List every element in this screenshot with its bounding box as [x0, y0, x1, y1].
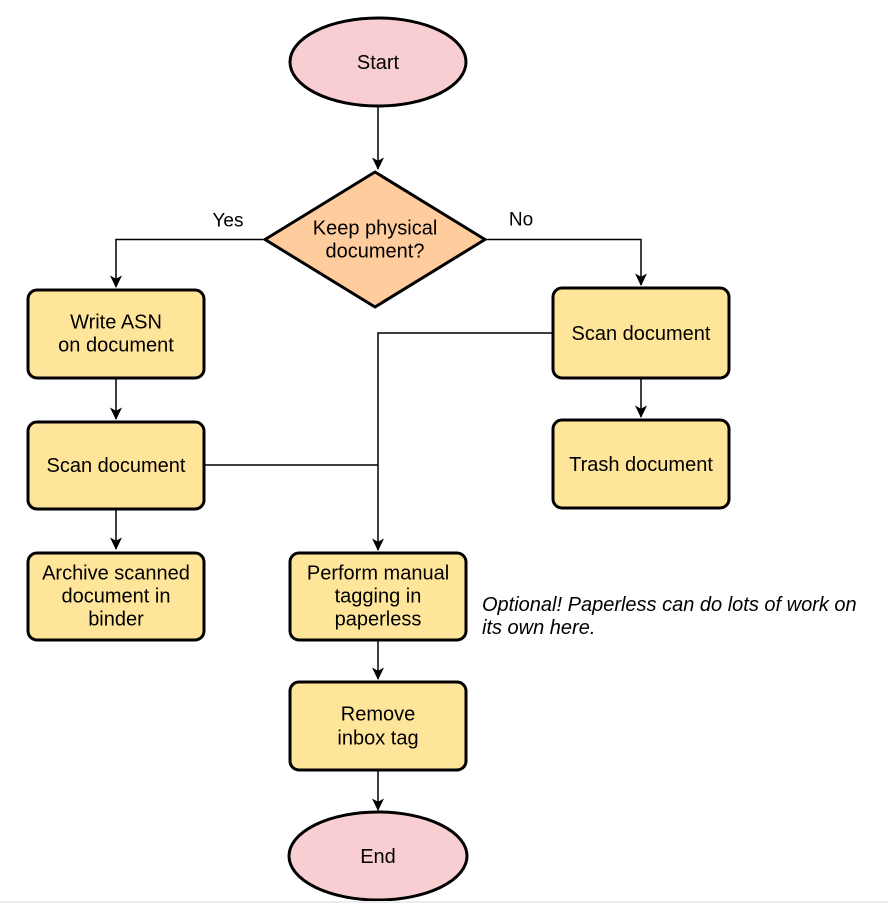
- node-label-line: document in: [62, 586, 171, 608]
- node-start: Start: [288, 16, 468, 108]
- end-ellipse: [287, 810, 469, 902]
- annotation-line: its own here.: [482, 617, 595, 639]
- node-label: Scan document: [47, 455, 186, 477]
- node-label-line: tagging in: [335, 586, 422, 608]
- node-label: Trash document: [569, 454, 713, 476]
- node-scan-right: Scan document: [551, 286, 731, 380]
- node-label-line: Archive scanned: [42, 563, 190, 585]
- node-label-line: inbox tag: [337, 728, 418, 750]
- start-ellipse: [288, 16, 468, 108]
- write-asn-box: [26, 288, 206, 380]
- edge-decision-to-write-asn: [110, 238, 265, 288]
- node-end: End: [287, 810, 469, 902]
- annotation-line: Optional! Paperless can do lots of work …: [482, 594, 857, 616]
- node-archive: Archive scanned document in binder: [26, 551, 206, 642]
- remove-inbox-box: [288, 680, 468, 772]
- node-label-line: Keep physical: [313, 218, 438, 240]
- edge-decision-to-scan-right: [485, 238, 647, 286]
- node-label-line: Perform manual: [307, 563, 449, 585]
- node-write-asn: Write ASN on document: [26, 288, 206, 380]
- trash-box: [551, 418, 731, 510]
- archive-box: [26, 551, 206, 642]
- scan-left-box: [26, 420, 206, 511]
- node-label: Scan document: [572, 323, 711, 345]
- node-trash: Trash document: [551, 418, 731, 510]
- node-label-line: document?: [326, 241, 425, 263]
- node-remove-inbox: Remove inbox tag: [288, 680, 468, 772]
- node-label-line: on document: [58, 335, 174, 357]
- node-decision: Keep physical document?: [263, 170, 487, 309]
- decision-diamond: [263, 170, 487, 309]
- node-label-line: paperless: [335, 609, 422, 631]
- edge-label-yes: Yes: [213, 211, 244, 232]
- node-tagging: Perform manual tagging in paperless: [288, 551, 468, 642]
- scan-right-box: [551, 286, 731, 380]
- edge-label-no: No: [509, 210, 533, 231]
- annotation-optional: Optional! Paperless can do lots of work …: [482, 594, 857, 639]
- node-label-line: binder: [88, 609, 144, 631]
- node-label-line: Remove: [341, 704, 415, 726]
- node-label: End: [360, 846, 396, 868]
- edge-scan-right-to-tagging: [372, 332, 553, 551]
- node-scan-left: Scan document: [26, 420, 206, 511]
- node-label: Start: [357, 52, 400, 74]
- node-label-line: Write ASN: [70, 312, 162, 334]
- tagging-box: [288, 551, 468, 642]
